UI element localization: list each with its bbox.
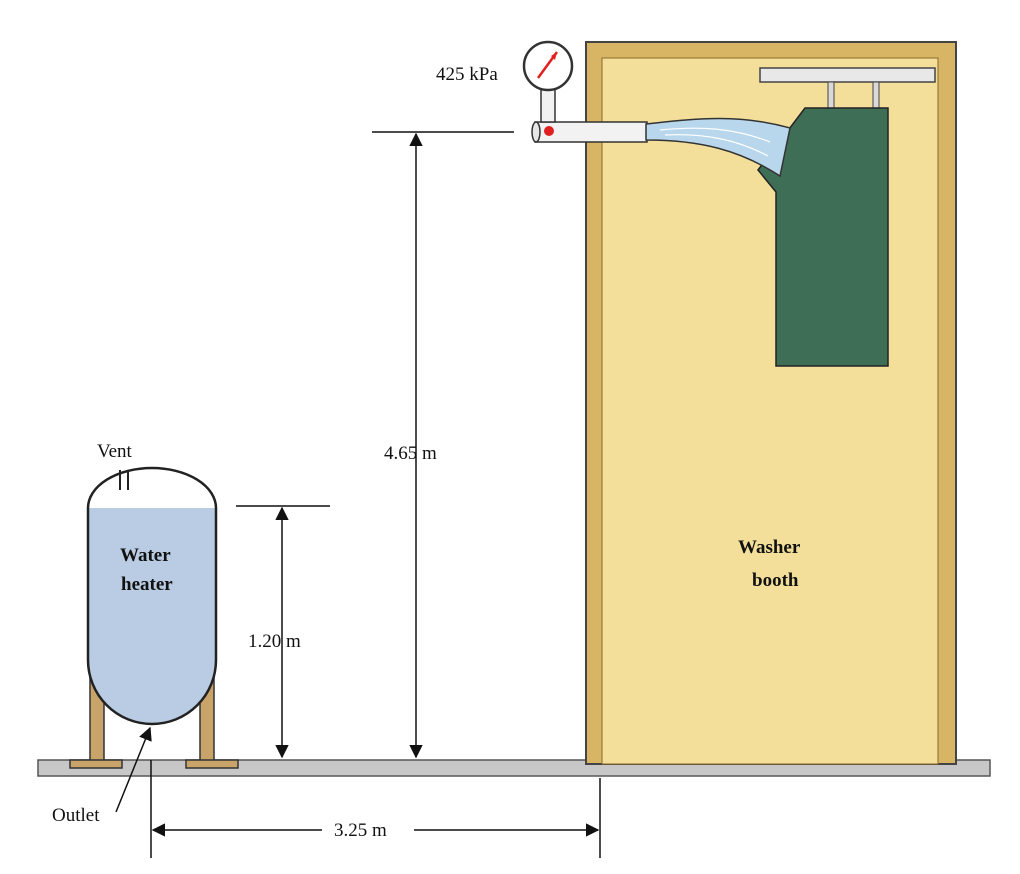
water-heater: [69, 466, 239, 769]
pressure-gauge-icon: [522, 40, 574, 92]
water-spray-icon: [645, 117, 791, 178]
outlet-leader-line: [115, 726, 152, 813]
heater-label-line2: heater: [121, 574, 173, 595]
heater-foot-right: [185, 759, 239, 769]
curtain-rail: [759, 67, 936, 83]
dimension-heater-height: [236, 505, 330, 759]
heater-water: [88, 508, 216, 724]
booth-curtain: [757, 107, 889, 367]
heater-label-line1: Water: [120, 545, 171, 566]
dimension-horizontal: [150, 760, 601, 858]
vent-label: Vent: [97, 441, 133, 462]
dimension-nozzle-height: [372, 131, 514, 759]
pressure-label: 425 kPa: [436, 64, 498, 85]
rail-hanger-left: [827, 81, 835, 109]
pipe-marker-dot: [544, 126, 554, 136]
outlet-label: Outlet: [52, 805, 100, 826]
rail-hanger-right: [872, 81, 880, 109]
gauge-stem: [540, 85, 556, 123]
heater-height-label: 1.20 m: [248, 631, 301, 652]
heater-foot-left: [69, 759, 123, 769]
nozzle-height-label: 4.65 m: [384, 443, 437, 464]
horizontal-distance-label: 3.25 m: [334, 820, 387, 841]
pipe-end: [531, 121, 541, 143]
booth-label-line1: Washer: [738, 537, 801, 558]
booth-label-line2: booth: [752, 570, 799, 591]
